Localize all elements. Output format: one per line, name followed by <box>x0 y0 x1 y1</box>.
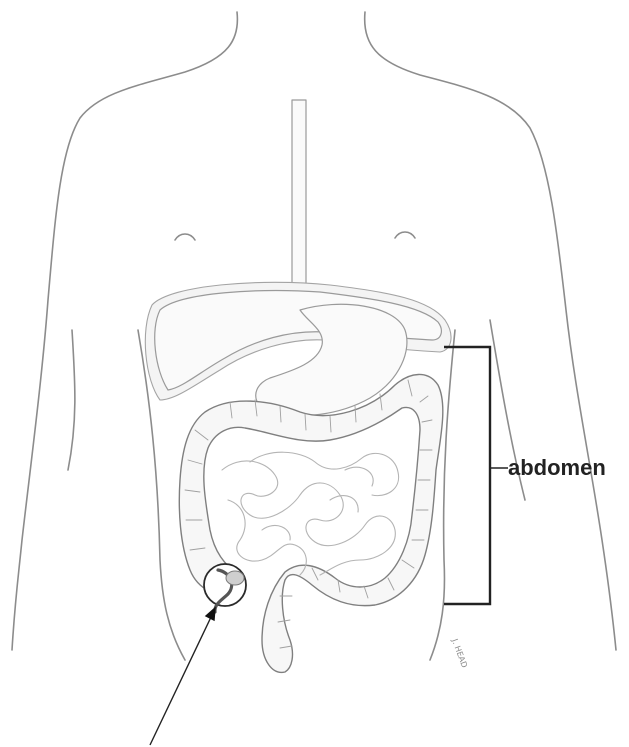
esophagus <box>292 100 306 308</box>
artist-signature: J. HEAD <box>450 637 469 669</box>
abdomen-label: abdomen <box>508 455 606 480</box>
small-intestine <box>222 452 399 575</box>
appendix-highlight <box>204 564 246 612</box>
abdomen-bracket <box>444 347 508 604</box>
large-intestine <box>179 374 443 672</box>
appendix-pointer-arrow <box>150 608 215 745</box>
